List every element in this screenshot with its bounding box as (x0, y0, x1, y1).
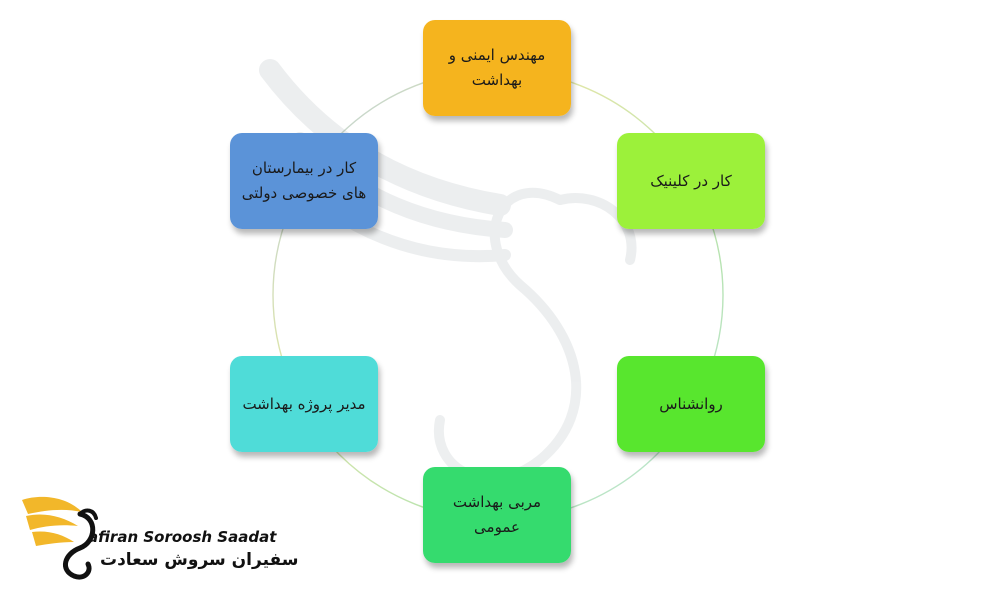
swan-wing-icon (22, 496, 98, 580)
node-label: کار در کلینیک (650, 171, 732, 190)
node-top: مهندس ایمنی و بهداشت (423, 20, 571, 116)
node-label: روانشناس (659, 394, 723, 413)
logo-english-name: afiran Soroosh Saadat (88, 528, 277, 546)
company-logo: afiran Soroosh Saadat سفیران سروش سعادت (20, 490, 299, 590)
node-label: مدیر پروژه بهداشت (242, 394, 366, 413)
node-upper-left: کار در بیمارستان های خصوصی دولتی (230, 133, 378, 229)
node-label: کار در بیمارستان های خصوصی دولتی (241, 159, 367, 202)
logo-persian-name: سفیران سروش سعادت (100, 550, 299, 570)
node-upper-right: کار در کلینیک (617, 133, 765, 229)
node-lower-left: مدیر پروژه بهداشت (230, 356, 378, 452)
node-lower-right: روانشناس (617, 356, 765, 452)
node-label: مربی بهداشت عمومی (452, 493, 542, 536)
node-label: مهندس ایمنی و بهداشت (448, 46, 546, 89)
node-bottom: مربی بهداشت عمومی (423, 467, 571, 563)
